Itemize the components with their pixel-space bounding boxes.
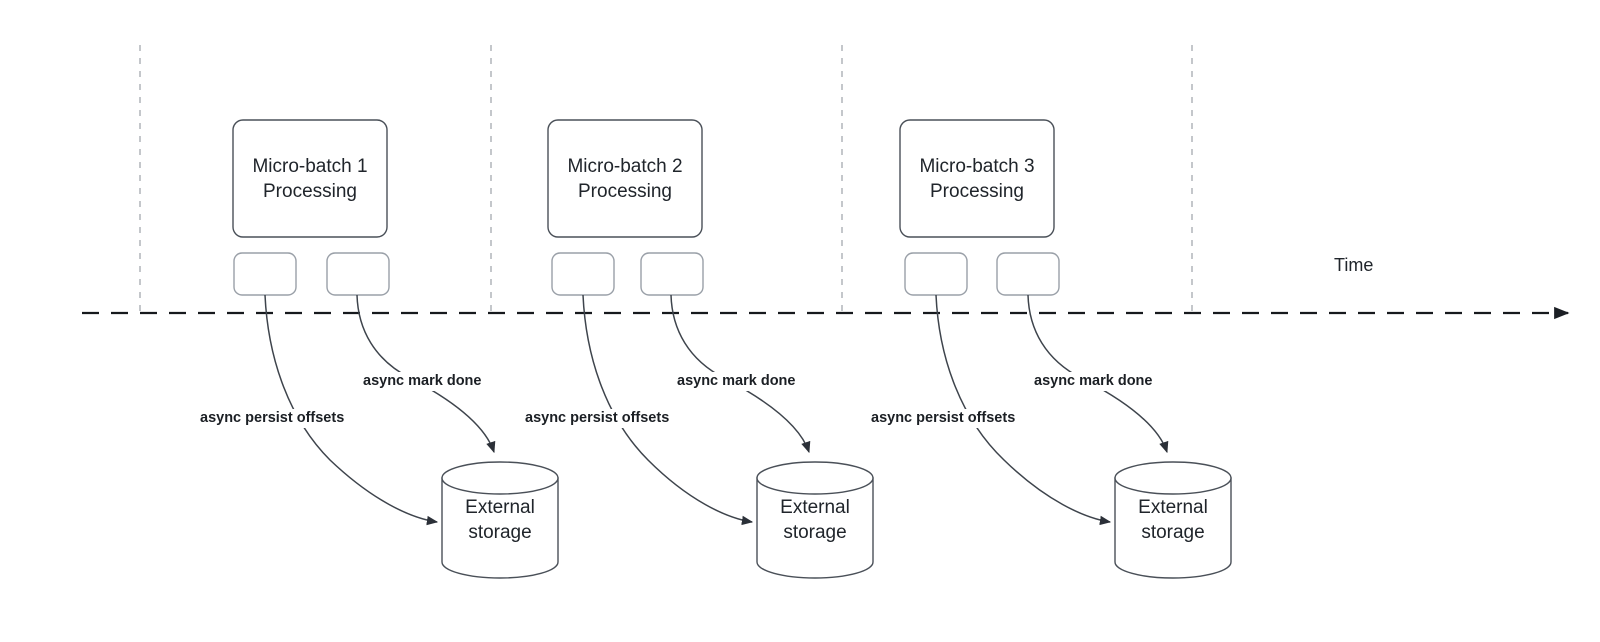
group-2-persist-offsets-edge bbox=[582, 294, 754, 526]
group-1-persist-offsets-edge bbox=[264, 294, 439, 526]
group-3-mark-done-label: async mark done bbox=[1032, 372, 1155, 391]
group-1-mark-done-label: async mark done bbox=[361, 372, 484, 391]
group-2-persist-offsets-label: async persist offsets bbox=[523, 409, 672, 428]
group-2-persist-task-box[interactable] bbox=[551, 252, 615, 296]
group-3-persist-offsets-edge bbox=[935, 294, 1112, 526]
microbatch-3-box[interactable] bbox=[899, 119, 1055, 238]
group-1-mark-task-box[interactable] bbox=[326, 252, 390, 296]
group-2-mark-task-box[interactable] bbox=[640, 252, 704, 296]
external-storage-2-cylinder[interactable] bbox=[756, 461, 874, 579]
group-3-persist-offsets-label: async persist offsets bbox=[869, 409, 1018, 428]
group-2-mark-done-label: async mark done bbox=[675, 372, 798, 391]
group-2-shapes bbox=[547, 119, 874, 579]
group-3-persist-task-box[interactable] bbox=[904, 252, 968, 296]
external-storage-1-cylinder[interactable] bbox=[441, 461, 559, 579]
microbatch-1-box[interactable] bbox=[232, 119, 388, 238]
group-1-persist-task-box[interactable] bbox=[233, 252, 297, 296]
external-storage-3-cylinder[interactable] bbox=[1114, 461, 1232, 579]
group-3-mark-task-box[interactable] bbox=[996, 252, 1060, 296]
group-1-shapes bbox=[232, 119, 559, 579]
time-axis-label: Time bbox=[1334, 255, 1374, 275]
group-1-persist-offsets-label: async persist offsets bbox=[198, 409, 347, 428]
group-3-shapes bbox=[899, 119, 1232, 579]
microbatch-2-box[interactable] bbox=[547, 119, 703, 238]
